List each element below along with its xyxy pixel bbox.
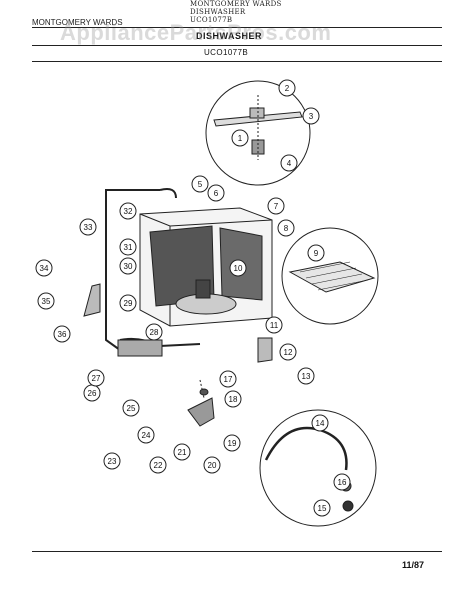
heater-detail-circle (259, 409, 377, 527)
part-callout-17: 17 (219, 370, 237, 388)
part-callout-14: 14 (311, 414, 329, 432)
part-callout-36: 36 (53, 325, 71, 343)
part-callout-6: 6 (207, 184, 225, 202)
part-callout-31: 31 (119, 238, 137, 256)
part-callout-20: 20 (203, 456, 221, 474)
part-callout-label: 7 (274, 202, 279, 211)
part-callout-label: 3 (309, 112, 314, 121)
part-callout-label: 1 (238, 134, 243, 143)
part-callout-label: 11 (270, 321, 279, 330)
part-callout-label: 32 (124, 207, 133, 216)
part-callout-3: 3 (302, 107, 320, 125)
part-callout-15: 15 (313, 499, 331, 517)
part-callout-label: 10 (234, 264, 243, 273)
part-callout-label: 30 (124, 262, 133, 271)
part-callout-28: 28 (145, 323, 163, 341)
part-callout-26: 26 (83, 384, 101, 402)
part-callout-23: 23 (103, 452, 121, 470)
rack-detail-circle (281, 227, 379, 325)
header-rule-2 (32, 45, 442, 46)
part-callout-label: 17 (224, 375, 233, 384)
part-callout-9: 9 (307, 244, 325, 262)
part-callout-label: 34 (40, 264, 49, 273)
part-callout-label: 19 (228, 439, 237, 448)
latch-assembly (187, 397, 215, 427)
pump-motor (117, 339, 163, 357)
header-rule-3 (32, 61, 442, 62)
part-callout-label: 22 (154, 461, 163, 470)
part-callout-22: 22 (149, 456, 167, 474)
part-callout-label: 29 (124, 299, 133, 308)
header-brand: MONTGOMERY WARDS (32, 18, 123, 27)
part-callout-1: 1 (231, 129, 249, 147)
part-callout-label: 13 (302, 372, 311, 381)
part-callout-label: 6 (214, 189, 219, 198)
part-callout-label: 27 (92, 374, 101, 383)
part-callout-7: 7 (267, 197, 285, 215)
fill-hose (105, 189, 160, 351)
part-callout-18: 18 (224, 390, 242, 408)
part-callout-2: 2 (278, 79, 296, 97)
part-callout-label: 26 (88, 389, 97, 398)
part-callout-16: 16 (333, 473, 351, 491)
part-callout-24: 24 (137, 426, 155, 444)
part-callout-30: 30 (119, 257, 137, 275)
part-callout-label: 24 (142, 431, 151, 440)
part-callout-25: 25 (122, 399, 140, 417)
header-top-block: MONTGOMERY WARDS DISHWASHER UCO1077B (190, 0, 282, 24)
part-callout-19: 19 (223, 434, 241, 452)
part-callout-label: 5 (198, 180, 203, 189)
part-callout-label: 16 (338, 478, 347, 487)
part-callout-29: 29 (119, 294, 137, 312)
part-callout-21: 21 (173, 443, 191, 461)
part-callout-label: 23 (108, 457, 117, 466)
header-rule-1 (32, 27, 442, 28)
footer-rule (32, 551, 442, 552)
part-callout-label: 36 (58, 330, 67, 339)
header-product-top: DISHWASHER (190, 8, 246, 16)
part-callout-label: 8 (284, 224, 289, 233)
part-callout-11: 11 (265, 316, 283, 334)
part-callout-label: 12 (284, 348, 293, 357)
spray-arm-detail-circle (205, 80, 311, 186)
door-hinge-left (83, 283, 101, 317)
part-callout-label: 35 (42, 297, 51, 306)
part-callout-8: 8 (277, 219, 295, 237)
part-callout-label: 21 (178, 448, 187, 457)
part-callout-10: 10 (229, 259, 247, 277)
part-callout-12: 12 (279, 343, 297, 361)
header-model-top: UCO1077B (190, 16, 233, 24)
part-callout-4: 4 (280, 154, 298, 172)
part-callout-label: 33 (84, 223, 93, 232)
part-callout-33: 33 (79, 218, 97, 236)
revision-date: 11/87 (402, 560, 425, 570)
part-callout-label: 4 (287, 159, 292, 168)
header-brand-top: MONTGOMERY WARDS (190, 0, 282, 8)
part-callout-34: 34 (35, 259, 53, 277)
part-callout-label: 2 (285, 84, 290, 93)
watermark: AppliancePartsPros.com (60, 20, 332, 45)
spray-arm-hub (249, 107, 265, 119)
model-number: UCO1077B (204, 48, 249, 57)
part-callout-13: 13 (297, 367, 315, 385)
part-callout-label: 31 (124, 243, 133, 252)
part-callout-label: 14 (316, 419, 325, 428)
part-callout-label: 9 (314, 249, 319, 258)
part-callout-5: 5 (191, 175, 209, 193)
pump-housing (195, 279, 211, 299)
page-title: DISHWASHER (196, 31, 263, 41)
part-callout-35: 35 (37, 292, 55, 310)
part-callout-label: 15 (318, 504, 327, 513)
part-callout-27: 27 (87, 369, 105, 387)
part-callout-label: 25 (127, 404, 136, 413)
part-callout-label: 28 (150, 328, 159, 337)
door-hinge-right (257, 337, 273, 363)
part-callout-label: 18 (229, 395, 238, 404)
part-callout-32: 32 (119, 202, 137, 220)
part-callout-label: 20 (208, 461, 217, 470)
